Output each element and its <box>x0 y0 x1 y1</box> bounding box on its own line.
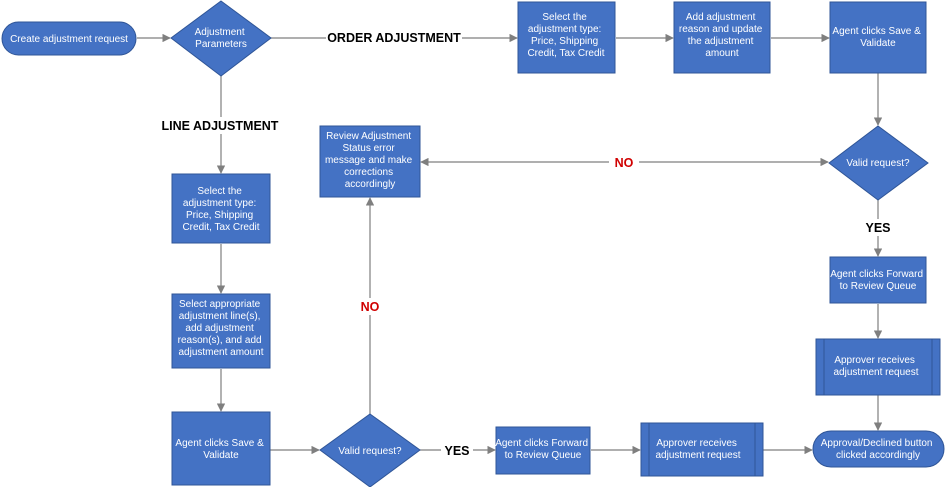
node-order-forward-queue[interactable]: Agent clicks Forward to Review Queue <box>829 256 927 304</box>
node-create-request-label: Create adjustment request <box>10 34 128 45</box>
node-review-status-error-label: Review Adjustment Status error message a… <box>325 131 415 190</box>
node-order-approver-receives[interactable]: Approver receives adjustment request <box>815 338 941 396</box>
label-no-top: NO <box>615 156 634 170</box>
node-line-select-lines[interactable]: Select appropriate adjustment line(s), a… <box>171 293 271 369</box>
node-line-forward-queue[interactable]: Agent clicks Forward to Review Queue <box>495 426 591 475</box>
node-order-valid-request-label: Valid request? <box>846 158 910 169</box>
label-line-adjustment: LINE ADJUSTMENT <box>162 119 279 133</box>
node-line-forward-queue-label: Agent clicks Forward to Review Queue <box>495 438 591 461</box>
label-no-left: NO <box>361 300 380 314</box>
node-line-approver-receives[interactable]: Approver receives adjustment request <box>640 422 764 477</box>
node-order-approver-receives-label: Approver receives adjustment request <box>833 355 918 378</box>
node-line-valid-request[interactable]: Valid request? <box>319 413 421 487</box>
node-adjustment-parameters-label: Adjustment Parameters <box>195 27 248 50</box>
node-order-agent-save[interactable]: Agent clicks Save & Validate <box>829 1 927 74</box>
node-approval-declined-label: Approval/Declined button clicked accordi… <box>821 438 936 461</box>
node-order-forward-queue-label: Agent clicks Forward to Review Queue <box>830 269 926 292</box>
node-adjustment-parameters[interactable]: Adjustment Parameters <box>170 0 272 77</box>
node-line-select-lines-label: Select appropriate adjustment line(s), a… <box>178 299 265 358</box>
node-line-agent-save[interactable]: Agent clicks Save & Validate <box>171 411 271 486</box>
node-line-agent-save-label: Agent clicks Save & Validate <box>175 438 266 461</box>
label-order-adjustment: ORDER ADJUSTMENT <box>327 31 461 45</box>
node-create-request[interactable]: Create adjustment request <box>1 21 137 56</box>
node-order-valid-request[interactable]: Valid request? <box>828 125 929 201</box>
node-line-select-type-label: Select the adjustment type: Price, Shipp… <box>182 186 259 233</box>
node-line-approver-receives-label: Approver receives adjustment request <box>655 438 740 461</box>
label-yes-right: YES <box>865 221 890 235</box>
node-approval-declined[interactable]: Approval/Declined button clicked accordi… <box>812 430 945 468</box>
label-yes-bottom: YES <box>444 444 469 458</box>
node-order-agent-save-label: Agent clicks Save & Validate <box>832 26 923 49</box>
node-review-status-error[interactable]: Review Adjustment Status error message a… <box>319 125 421 198</box>
node-order-add-reason-label: Add adjustment reason and update the adj… <box>679 12 765 59</box>
node-order-select-type-label: Select the adjustment type: Price, Shipp… <box>527 12 604 59</box>
node-line-valid-request-label: Valid request? <box>338 446 402 457</box>
connectors <box>137 33 883 455</box>
node-order-select-type[interactable]: Select the adjustment type: Price, Shipp… <box>517 1 616 74</box>
edge-labels: ORDER ADJUSTMENT LINE ADJUSTMENT NO NO Y… <box>160 29 893 459</box>
node-line-select-type[interactable]: Select the adjustment type: Price, Shipp… <box>171 173 271 244</box>
node-order-add-reason[interactable]: Add adjustment reason and update the adj… <box>673 1 771 74</box>
